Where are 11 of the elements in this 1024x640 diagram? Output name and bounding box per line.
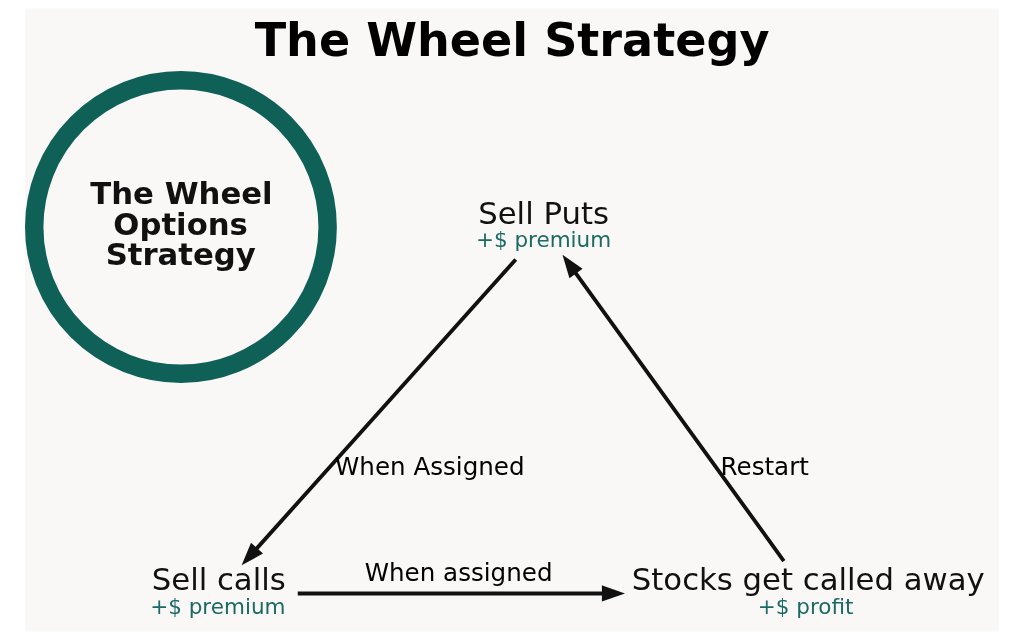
arrow [562, 254, 786, 563]
node-circle: The Wheel Options Strategy [25, 71, 337, 383]
edge-label: Restart [720, 451, 809, 481]
node-text: Sell calls +$ premium [150, 561, 286, 619]
node-text: Sell Puts +$ premium [475, 194, 612, 253]
arrow [241, 258, 518, 566]
arrow [297, 585, 625, 602]
edge-label: When Assigned [335, 451, 525, 481]
edge-label: When assigned [364, 557, 553, 587]
diagram-title: The Wheel Strategy [254, 12, 770, 67]
node-text: Stocks get called away +$ profit [631, 561, 985, 619]
